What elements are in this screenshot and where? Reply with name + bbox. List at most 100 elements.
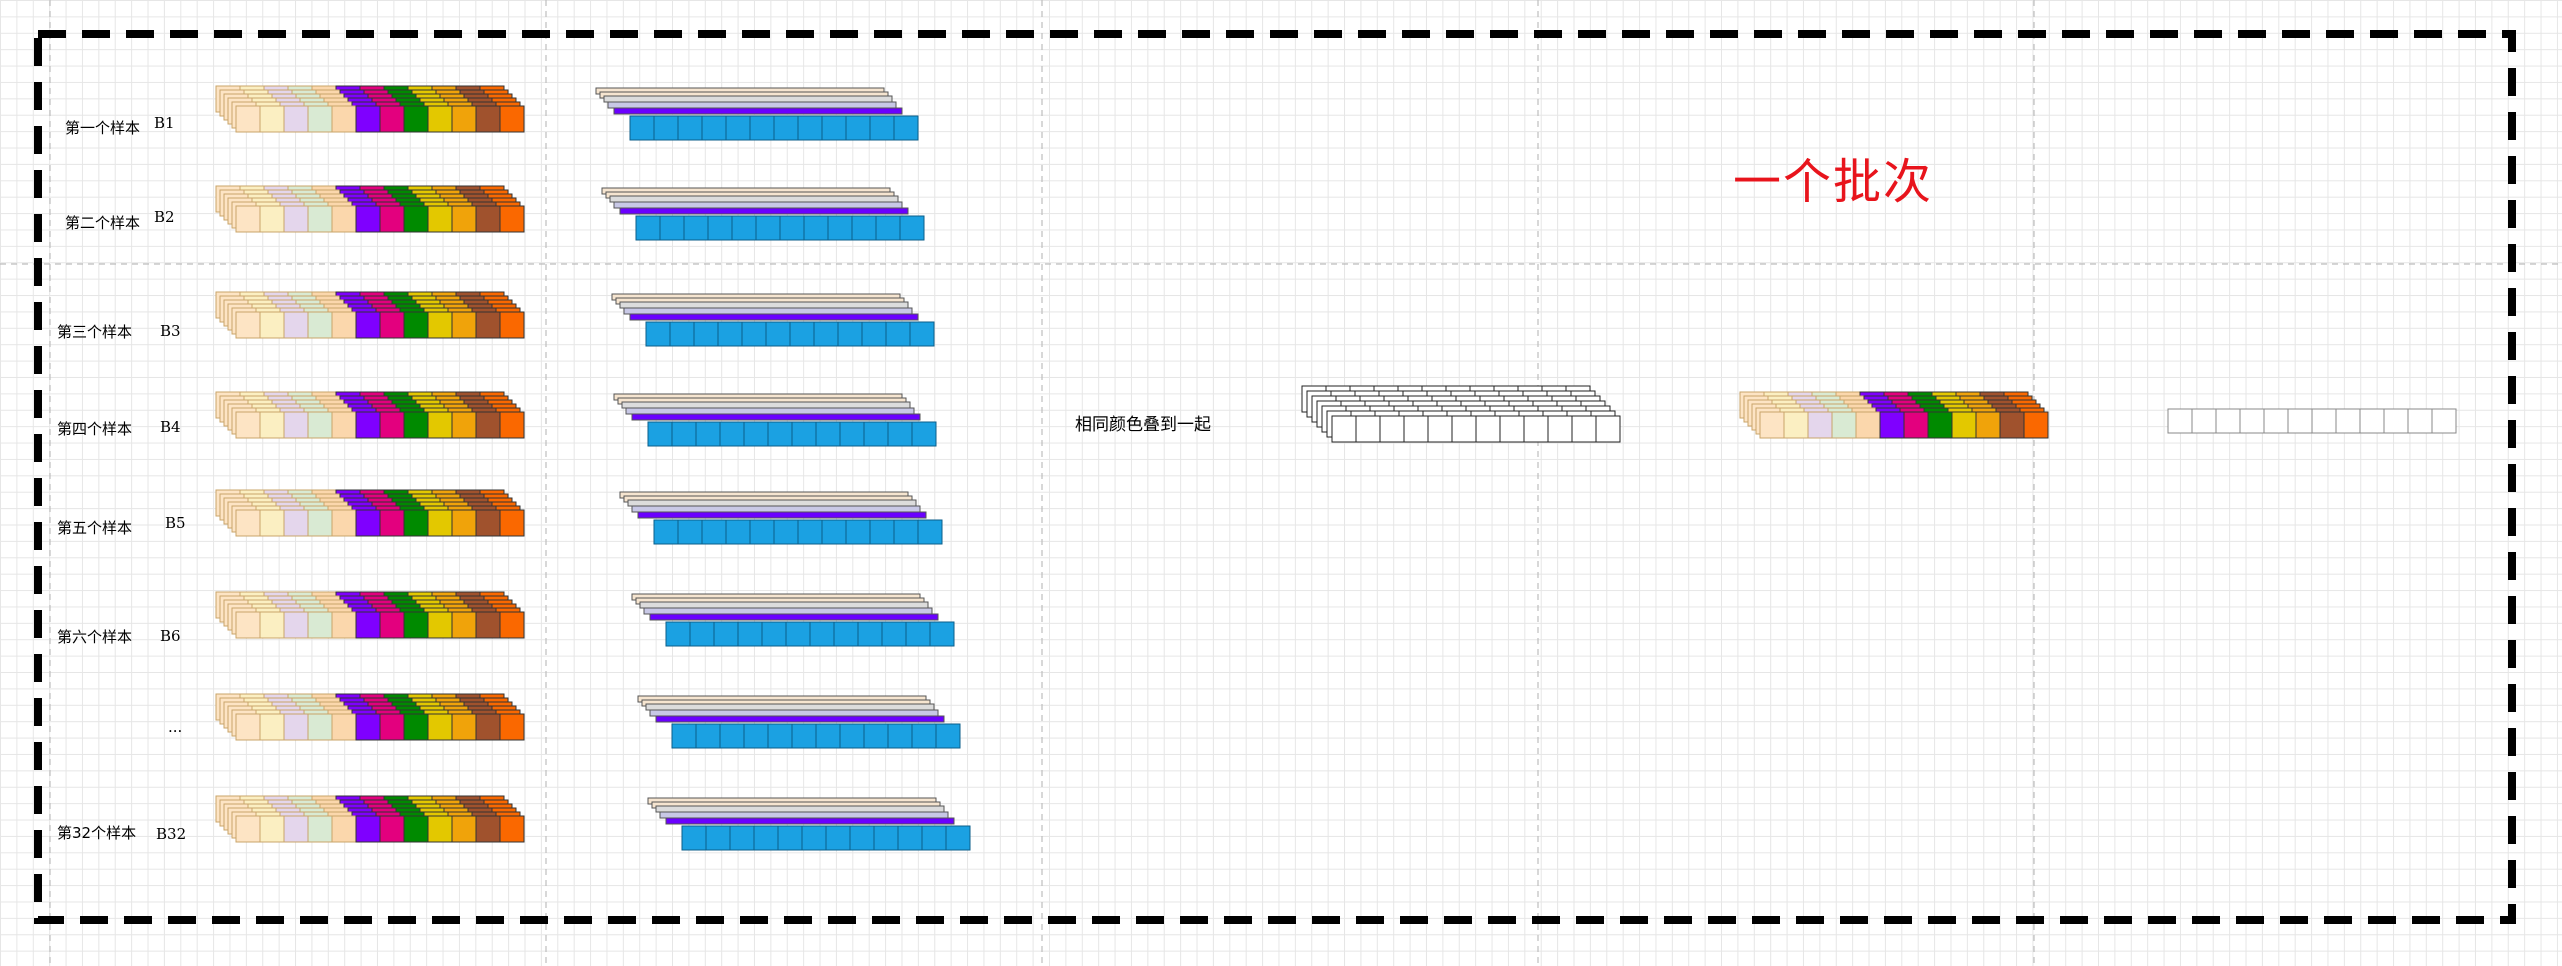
blue-cell — [731, 215, 757, 241]
blue-cell — [719, 421, 745, 447]
blue-cell — [887, 723, 913, 749]
token-cell — [427, 713, 453, 741]
blue-cell — [827, 215, 853, 241]
blue-cell — [893, 115, 919, 141]
token-cell — [259, 611, 285, 639]
blue-cell — [851, 215, 877, 241]
token-cell — [355, 713, 381, 741]
blue-cell — [749, 519, 775, 545]
blue-cell — [845, 115, 871, 141]
outline-cell — [1331, 415, 1357, 443]
token-cell — [499, 411, 525, 439]
blue-cell — [833, 621, 859, 647]
embedding-stack — [611, 293, 935, 347]
token-cell — [451, 411, 477, 439]
token-cell — [283, 311, 309, 339]
blue-cell — [737, 621, 763, 647]
output-cell — [2215, 408, 2241, 434]
token-cell — [475, 713, 501, 741]
blue-cell — [761, 621, 787, 647]
token-cell — [379, 509, 405, 537]
blue-cell — [677, 519, 703, 545]
token-cell — [235, 509, 261, 537]
token-cell — [427, 815, 453, 843]
blue-cell — [887, 421, 913, 447]
token-stack — [215, 489, 525, 537]
blue-cell — [789, 321, 815, 347]
blue-cell — [911, 723, 937, 749]
blue-cell — [825, 825, 851, 851]
token-cell — [475, 411, 501, 439]
token-cell — [307, 411, 333, 439]
blue-cell — [899, 215, 925, 241]
token-cell — [499, 311, 525, 339]
token-cell — [1759, 411, 1785, 439]
output-cell — [2359, 408, 2385, 434]
token-cell — [307, 311, 333, 339]
blue-cell — [809, 621, 835, 647]
blue-cell — [755, 215, 781, 241]
blue-cell — [785, 621, 811, 647]
sheet-layer — [619, 207, 909, 215]
token-cell — [259, 815, 285, 843]
blue-cell — [705, 825, 731, 851]
sheet-layer — [645, 703, 935, 711]
output-cell — [2407, 408, 2433, 434]
token-cell — [307, 509, 333, 537]
outline-cell — [1547, 415, 1573, 443]
blue-cell — [653, 115, 679, 141]
blue-cell — [773, 519, 799, 545]
sheet-layer — [621, 401, 911, 409]
token-cell — [1783, 411, 1809, 439]
token-cell — [259, 105, 285, 133]
token-cell — [427, 509, 453, 537]
row-label-1: 第一个样本 — [65, 119, 141, 137]
sheet-layer — [649, 709, 939, 717]
embedding-stack — [631, 593, 955, 647]
sheet-layer — [637, 511, 927, 519]
outline-cell — [1523, 415, 1549, 443]
blue-cell — [905, 621, 931, 647]
blue-cell — [729, 825, 755, 851]
token-cell — [499, 509, 525, 537]
blue-cell — [815, 723, 841, 749]
embedding-stack — [619, 491, 943, 545]
token-cell — [1855, 411, 1881, 439]
blue-cell — [749, 115, 775, 141]
blue-cell — [863, 421, 889, 447]
sheet-layer — [649, 613, 939, 621]
token-cell — [403, 509, 429, 537]
sheet-layer — [629, 313, 919, 321]
token-cell — [1903, 411, 1929, 439]
token-cell — [379, 105, 405, 133]
blue-cell — [845, 519, 871, 545]
blue-cell — [741, 321, 767, 347]
output-cell — [2263, 408, 2289, 434]
token-cell — [259, 509, 285, 537]
output-cell — [2311, 408, 2337, 434]
batch-title: 一个批次 — [1733, 154, 1934, 210]
token-cell — [283, 611, 309, 639]
blue-cell — [743, 723, 769, 749]
token-stack — [215, 391, 525, 439]
token-cell — [259, 411, 285, 439]
token-cell — [451, 611, 477, 639]
token-cell — [355, 205, 381, 233]
outline-cell — [1379, 415, 1405, 443]
token-cell — [331, 105, 357, 133]
outline-cell — [1499, 415, 1525, 443]
token-cell — [283, 509, 309, 537]
blue-cell — [659, 215, 685, 241]
token-cell — [355, 509, 381, 537]
sheet-layer — [659, 811, 949, 819]
token-cell — [283, 815, 309, 843]
blue-cell — [881, 621, 907, 647]
blue-cell — [821, 115, 847, 141]
sheet-layer — [619, 301, 909, 309]
token-cell — [2023, 411, 2049, 439]
output-cell — [2287, 408, 2313, 434]
sheet-layer — [613, 201, 903, 209]
token-cell — [307, 105, 333, 133]
